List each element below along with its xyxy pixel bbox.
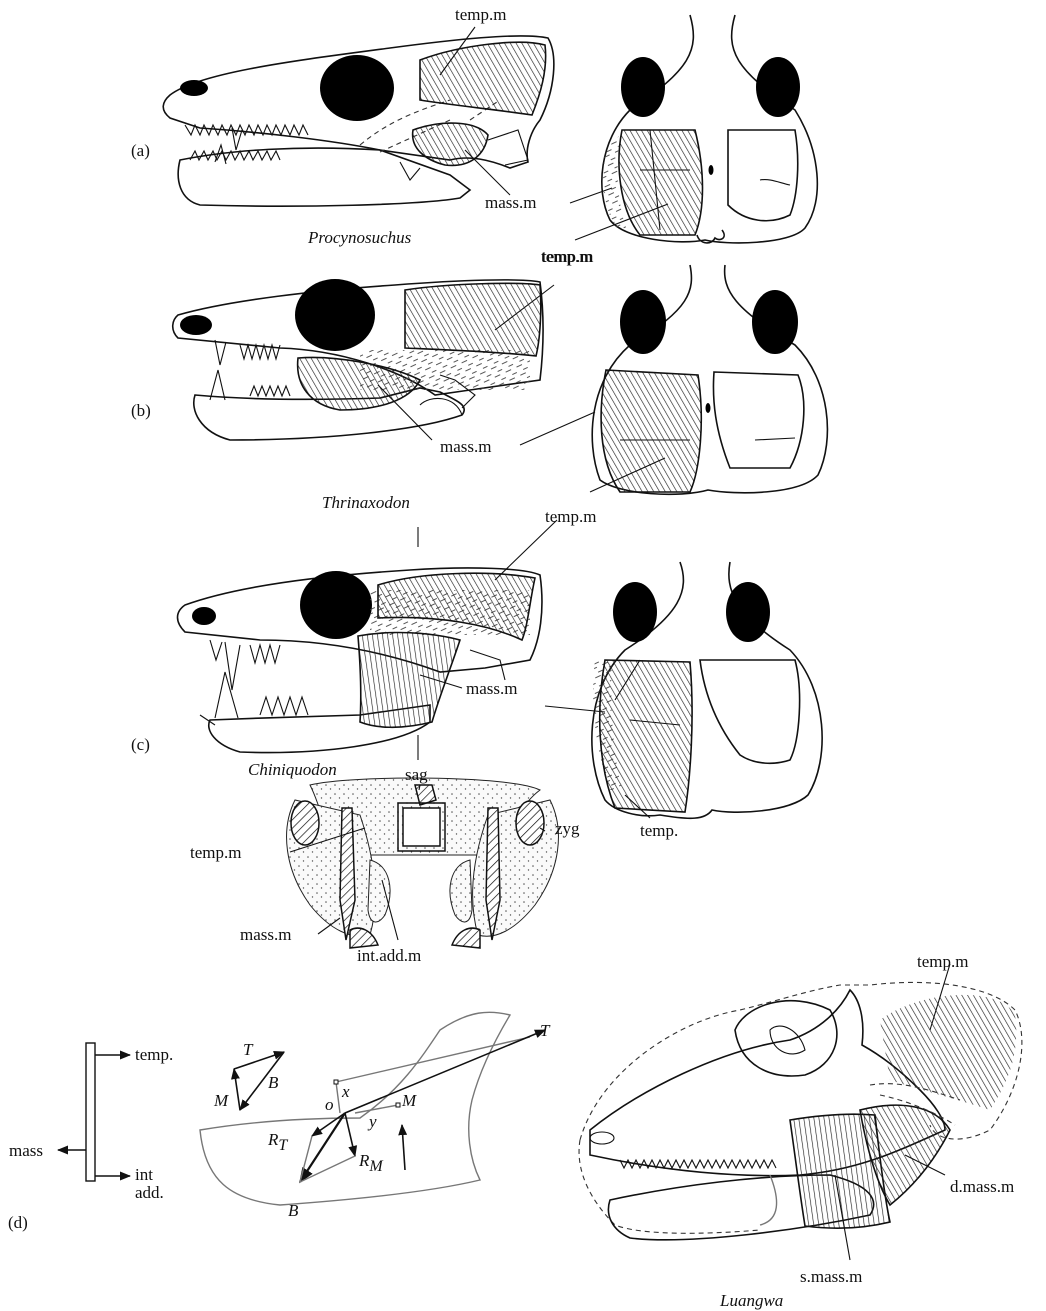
vector-T: [345, 1030, 545, 1113]
masseter-c: [358, 633, 460, 728]
panel-a: (a) temp.m mass.m Procynosuchus: [131, 5, 817, 266]
panel-b-marker: (b): [131, 401, 151, 420]
label-M-small: M: [213, 1091, 229, 1110]
orbit-b-right: [752, 290, 798, 354]
orbit-c-left: [613, 582, 657, 642]
naris-b: [180, 315, 212, 335]
label-c-temp-dorsal: temp.: [640, 821, 678, 840]
temporalis-b: [405, 283, 541, 356]
vector-RT: [312, 1113, 345, 1136]
panel-c-marker: (c): [131, 735, 150, 754]
label-B: B: [288, 1201, 299, 1220]
naris-a: [180, 80, 208, 96]
panel-d: (d) temp. mass int add. T B M: [8, 952, 1022, 1310]
panel-c: (c) temp.m mass.m Chiniquodon: [131, 507, 822, 965]
vector-M: [402, 1125, 405, 1170]
label-y: y: [367, 1112, 377, 1131]
label-c-taxon: Chiniquodon: [248, 760, 337, 779]
label-d-smass: s.mass.m: [800, 1267, 862, 1286]
procynosuchus-dorsal-skull: [602, 15, 818, 243]
label-RM: RM: [358, 1151, 384, 1175]
label-b-temp-lateral: temp.m: [541, 247, 592, 266]
temporalis-d: [880, 995, 1016, 1110]
luangwa-lateral-skull: [579, 982, 1022, 1239]
transverse-section: [287, 778, 559, 948]
label-c-temp-lateral: temp.m: [545, 507, 596, 526]
panel-d-marker: (d): [8, 1213, 28, 1232]
label-bar-mass: mass: [9, 1141, 43, 1160]
label-M: M: [401, 1091, 417, 1110]
label-bar-temp: temp.: [135, 1045, 173, 1064]
label-section-temp: temp.m: [190, 843, 241, 862]
thrinaxodon-lateral-skull: [173, 279, 543, 440]
orbit-a-left: [621, 57, 665, 117]
label-x: x: [341, 1082, 350, 1101]
label-a-temp-lateral: temp.m: [455, 5, 506, 24]
leader-a-mass: [465, 150, 510, 195]
label-section-mass: mass.m: [240, 925, 291, 944]
orbit-d: [735, 1001, 837, 1076]
orbit-c: [300, 571, 372, 639]
orbit-c-right: [726, 582, 770, 642]
naris-c: [192, 607, 216, 625]
orbit-b-left: [620, 290, 666, 354]
label-bar-int: int: [135, 1165, 153, 1184]
label-sag: sag: [405, 765, 428, 784]
label-d-temp: temp.m: [917, 952, 968, 971]
label-section-intadd: int.add.m: [357, 946, 421, 965]
label-d-taxon: Luangwa: [719, 1291, 783, 1310]
label-T-small: T: [243, 1040, 254, 1059]
chiniquodon-dorsal-skull: [592, 562, 822, 818]
chiniquodon-lateral-skull: [178, 568, 542, 753]
label-T: T: [540, 1021, 551, 1040]
zygomatic-right: [516, 801, 544, 845]
leader-b-mass-dorsal: [520, 412, 595, 445]
label-B-small: B: [268, 1073, 279, 1092]
label-RT: RT: [267, 1130, 288, 1154]
label-b-mass: mass.m: [440, 437, 491, 456]
label-bar-add: add.: [135, 1183, 164, 1202]
label-d-dmass: d.mass.m: [950, 1177, 1014, 1196]
panel-b: (b) temp.m mass.m Thrinaxodon: [131, 247, 827, 512]
label-c-mass: mass.m: [466, 679, 517, 698]
zygomatic-left: [291, 801, 319, 845]
force-bar-diagram: [58, 1043, 130, 1181]
label-a-taxon: Procynosuchus: [307, 228, 412, 247]
label-o: o: [325, 1095, 334, 1114]
vector-RM: [345, 1113, 355, 1156]
label-zyg: zyg: [555, 819, 580, 838]
orbit-b: [295, 279, 375, 351]
thrinaxodon-dorsal-skull: [592, 265, 827, 494]
temporalis-a-dorsal: [619, 130, 702, 235]
orbit-a: [320, 55, 394, 121]
temporalis-c-dorsal: [600, 660, 692, 812]
panel-a-marker: (a): [131, 141, 150, 160]
orbit-a-right: [756, 57, 800, 117]
label-b-taxon: Thrinaxodon: [322, 493, 410, 512]
label-a-mass: mass.m: [485, 193, 536, 212]
temporalis-a: [420, 42, 546, 115]
temporalis-b-dorsal: [601, 370, 701, 492]
